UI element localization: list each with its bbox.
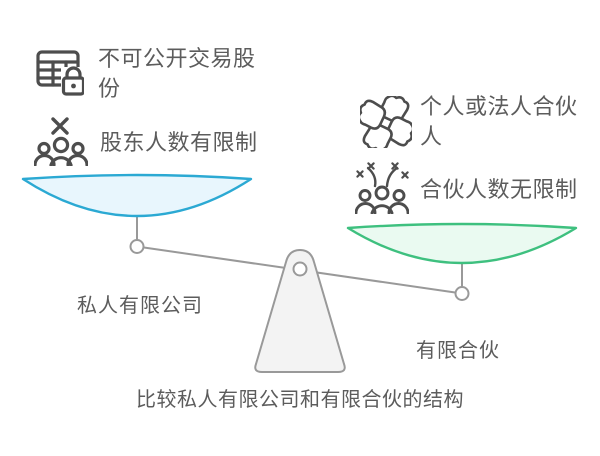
feature-row: 个人或法人合伙人 bbox=[354, 91, 580, 155]
left-pan-joint bbox=[129, 239, 145, 254]
people-limit-icon bbox=[33, 116, 89, 171]
diagram-caption: 比较私人有限公司和有限合伙的结构 bbox=[136, 389, 464, 411]
feature-row: 股东人数有限制 bbox=[33, 116, 260, 171]
feature-row: 合伙人数无限制 bbox=[354, 161, 580, 215]
left-pan-bowl bbox=[21, 173, 253, 218]
right-pan-label: 有限合伙 bbox=[416, 340, 500, 362]
feature-text: 合伙人数无限制 bbox=[420, 177, 578, 202]
right-pan-joint bbox=[454, 286, 470, 301]
feature-text: 股东人数有限制 bbox=[100, 130, 258, 155]
scale-fulcrum bbox=[254, 249, 346, 373]
fulcrum-pivot-hole bbox=[292, 261, 308, 277]
crowd-unlimited-icon bbox=[354, 161, 410, 219]
right-pan-bowl bbox=[346, 222, 578, 265]
feature-text: 不可公开交易股份 bbox=[98, 46, 256, 101]
feature-text: 个人或法人合伙人 bbox=[420, 94, 578, 149]
hands-partnership-icon bbox=[354, 91, 418, 155]
table-lock-icon bbox=[36, 50, 86, 101]
feature-row: 不可公开交易股份 bbox=[36, 44, 258, 104]
left-pan-label: 私人有限公司 bbox=[77, 295, 203, 317]
